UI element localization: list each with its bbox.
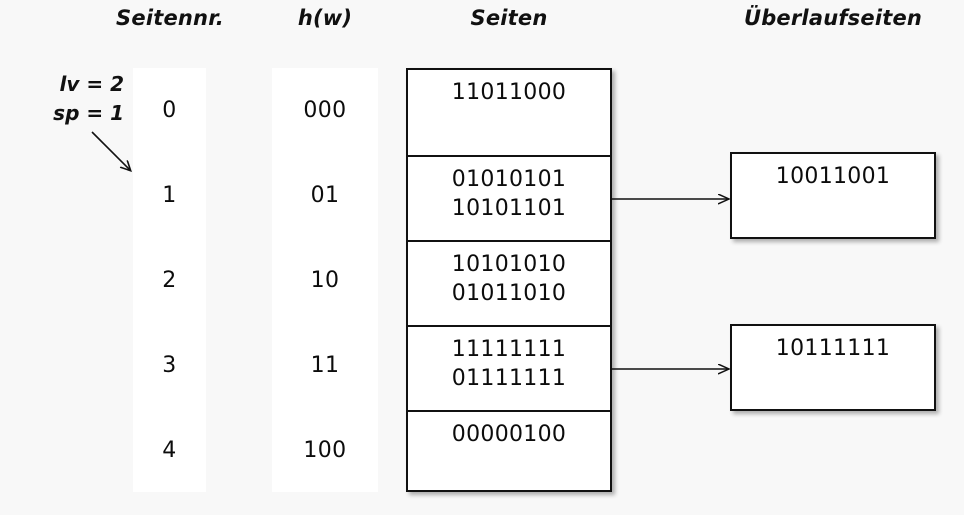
page-cell: 01010101 10101101 <box>408 155 610 240</box>
seitennr-cell: 0 <box>162 98 177 123</box>
column-header-hw: h(w) <box>297 6 353 30</box>
page-cell: 00000100 <box>408 410 610 493</box>
seitennr-cell: 3 <box>162 353 177 378</box>
page-cell: 11011000 <box>408 70 610 155</box>
overflow-connector-arrow-icon <box>610 187 734 211</box>
page-entry: 01111111 <box>451 366 567 392</box>
hw-cell: 10 <box>310 268 340 293</box>
overflow-page-box: 10111111 <box>730 324 936 411</box>
hw-cell: 01 <box>310 183 340 208</box>
page-cell: 11111111 01111111 <box>408 325 610 410</box>
column-header-ueberlaufseiten: Überlaufseiten <box>743 6 923 30</box>
overflow-page-box: 10011001 <box>730 152 936 239</box>
column-seitennr: 0 1 2 3 4 <box>133 68 206 492</box>
annotation-block: lv = 2 sp = 1 <box>14 70 124 128</box>
page-entry: 10101010 <box>451 252 567 277</box>
page-entry: 00000100 <box>451 422 567 447</box>
pages-container: 11011000 01010101 10101101 10101010 0101… <box>406 68 612 492</box>
hw-cell: 000 <box>303 98 347 123</box>
column-header-seitennr: Seitennr. <box>116 6 224 30</box>
page-entry: 11111111 <box>451 337 567 362</box>
hw-cell: 100 <box>303 438 347 463</box>
split-pointer-arrow-icon <box>91 131 146 186</box>
seitennr-cell: 1 <box>162 183 177 208</box>
seitennr-cell: 2 <box>162 268 177 293</box>
annotation-lv: lv = 2 <box>59 72 125 96</box>
overflow-connector-arrow-icon <box>610 357 734 381</box>
overflow-entry: 10011001 <box>775 164 891 189</box>
column-header-seiten: Seiten <box>470 6 548 30</box>
seitennr-cell: 4 <box>162 438 177 463</box>
annotation-sp: sp = 1 <box>53 101 124 125</box>
page-entry: 01010101 <box>451 167 567 192</box>
page-cell: 10101010 01011010 <box>408 240 610 325</box>
column-hw: 000 01 10 11 100 <box>272 68 378 492</box>
page-entry: 01011010 <box>451 281 567 307</box>
page-entry: 11011000 <box>451 80 567 105</box>
hw-cell: 11 <box>310 353 340 378</box>
page-entry: 10101101 <box>451 196 567 222</box>
overflow-entry: 10111111 <box>775 336 891 361</box>
